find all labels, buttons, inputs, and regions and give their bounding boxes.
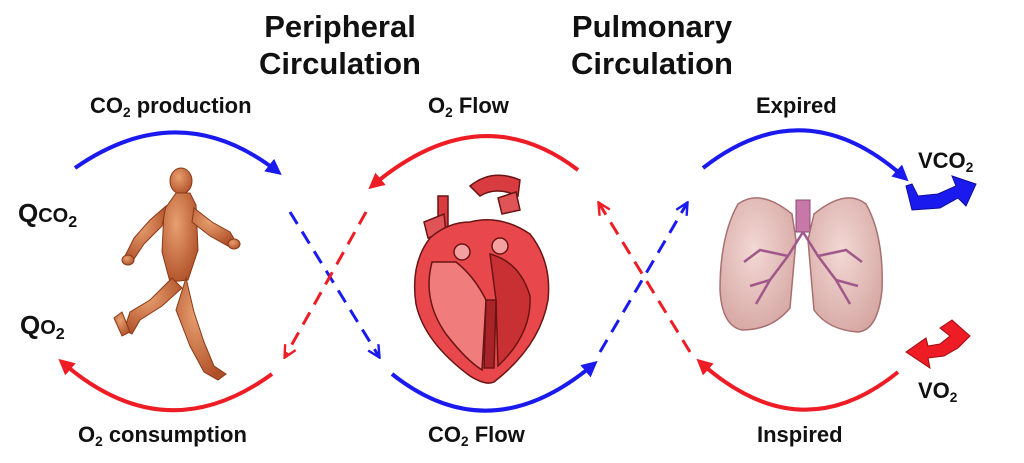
co2-production-arrow bbox=[73, 130, 282, 175]
vco2-output-arrow bbox=[905, 175, 977, 211]
peripheral-title-line2: Circulation bbox=[259, 46, 421, 81]
dashed-co2-peripheral-arrow bbox=[288, 211, 378, 355]
inspired-arrow bbox=[696, 358, 900, 412]
expired-arrow bbox=[701, 128, 909, 182]
o2-flow-arrow bbox=[368, 134, 580, 190]
expired-label: Expired bbox=[756, 93, 837, 118]
co2-flow-label: CO2 Flow bbox=[428, 422, 525, 450]
dashed-o2-peripheral-arrow bbox=[286, 211, 368, 355]
o2-flow-label: O2 Flow bbox=[428, 93, 509, 121]
peripheral-title-line1: Peripheral bbox=[264, 9, 416, 44]
vo2-input-arrow bbox=[905, 319, 971, 370]
vo2-label: VO2 bbox=[918, 378, 958, 406]
co2-production-label: CO2 production bbox=[90, 93, 252, 121]
o2-consumption-label: O2 consumption bbox=[78, 422, 247, 450]
pulmonary-title-line1: Pulmonary bbox=[571, 9, 733, 44]
pulmonary-title-line2: Circulation bbox=[571, 46, 733, 81]
qo2-label: QO2 bbox=[20, 310, 65, 343]
o2-consumption-arrow bbox=[58, 358, 274, 413]
dashed-o2-pulmonary-arrow bbox=[600, 205, 692, 353]
dashed-co2-pulmonary-arrow bbox=[598, 205, 686, 353]
vco2-label: VCO2 bbox=[918, 148, 974, 176]
peripheral-circulation-title: Peripheral Circulation bbox=[240, 8, 440, 82]
co2-flow-arrow bbox=[390, 360, 598, 413]
pulmonary-circulation-title: Pulmonary Circulation bbox=[552, 8, 752, 82]
qco2-label: QCO2 bbox=[18, 198, 78, 231]
runner-figure bbox=[113, 167, 241, 381]
heart-illustration bbox=[413, 174, 550, 384]
lungs-illustration bbox=[719, 197, 883, 333]
inspired-label: Inspired bbox=[757, 422, 843, 447]
